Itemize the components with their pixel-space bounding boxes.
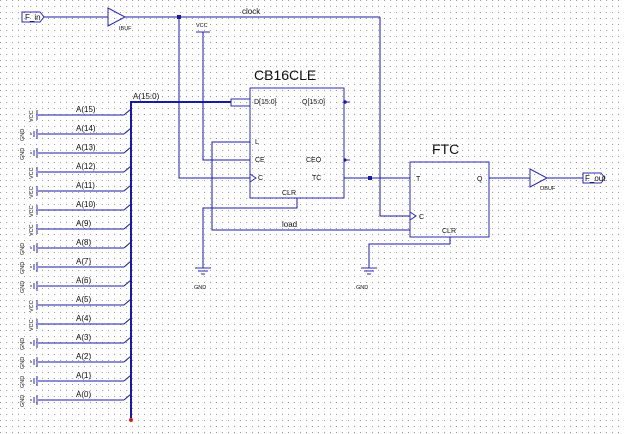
- net-label-load: load: [282, 220, 297, 229]
- bus-end-marker: [129, 418, 133, 422]
- wire-counter-clr-gnd: [202, 198, 298, 268]
- counter-cb16cle[interactable]: CB16CLE D[15:0] Q[15:0] L CE C CEO TC CL…: [230, 67, 350, 199]
- pin-label-d: D[15:0]: [254, 99, 277, 106]
- bit-label: A(8): [76, 238, 91, 247]
- bus-tap-3[interactable]: A(12) VCC: [29, 162, 132, 179]
- bus-tap-2[interactable]: A(13) GND: [20, 143, 132, 160]
- bus-bit-taps: A(15) VCC A(14) GND A(13) GND A(12) VCC A(11) VCC…: [20, 105, 132, 407]
- wire-clock-to-ftc: [379, 17, 410, 217]
- gnd-tie-label: GND: [20, 338, 26, 350]
- bit-label: A(10): [76, 200, 96, 209]
- vcc-tie-label: VCC: [29, 110, 35, 122]
- wire-clock-to-counter: [178, 17, 250, 179]
- bus-tap-7[interactable]: A(8) GND: [20, 238, 132, 255]
- gnd-symbol-counter: GND: [194, 267, 211, 291]
- bus-tap-4[interactable]: A(11) VCC: [29, 181, 132, 198]
- bit-label: A(11): [76, 181, 95, 190]
- bit-label: A(9): [76, 219, 91, 228]
- bit-label: A(7): [76, 257, 91, 266]
- bit-label: A(6): [76, 276, 91, 285]
- pin-label-ftc-clr: CLR: [442, 228, 456, 235]
- bus-tap-6[interactable]: A(9) VCC: [29, 219, 132, 236]
- pin-label-clr: CLR: [282, 190, 296, 197]
- pin-label-q: Q[15:0]: [302, 99, 325, 106]
- bit-label: A(15): [76, 105, 96, 114]
- svg-text:IBUF: IBUF: [119, 26, 132, 32]
- bus-tap-5[interactable]: A(10) VCC: [29, 200, 132, 217]
- bus-tap-12[interactable]: A(3) GND: [20, 333, 132, 350]
- bit-label: A(2): [76, 352, 91, 361]
- bit-label: A(1): [76, 371, 91, 380]
- bus-tap-15[interactable]: A(0) GND: [20, 390, 132, 407]
- svg-text:F_in: F_in: [25, 13, 41, 22]
- bit-label: A(13): [76, 143, 96, 152]
- bus-a: [130, 101, 231, 418]
- bit-label: A(12): [76, 162, 96, 171]
- wire-vcc-ce: [202, 32, 250, 161]
- vcc-tie-label: VCC: [29, 224, 35, 236]
- counter-title: CB16CLE: [254, 67, 316, 83]
- pin-label-ftc-q: Q: [477, 176, 483, 183]
- bus-tap-1[interactable]: A(14) GND: [20, 124, 132, 141]
- bus-tap-14[interactable]: A(1) GND: [20, 371, 132, 388]
- svg-text:GND: GND: [194, 285, 206, 291]
- pin-label-l: L: [255, 139, 259, 146]
- gnd-tie-label: GND: [20, 376, 26, 388]
- vcc-tie-label: VCC: [29, 167, 35, 179]
- bit-label: A(3): [76, 333, 91, 342]
- input-port-f-in[interactable]: F_in: [21, 11, 45, 23]
- bit-label: A(0): [76, 390, 91, 399]
- pin-label-tc: TC: [312, 175, 321, 182]
- pin-label-ceo: CEO: [306, 157, 322, 164]
- gnd-tie-label: GND: [20, 262, 26, 274]
- bus-label: A(15:0): [133, 92, 160, 101]
- ftc-title: FTC: [432, 141, 459, 157]
- svg-text:GND: GND: [356, 285, 368, 291]
- bit-label: A(5): [76, 295, 91, 304]
- gnd-symbol-ftc: GND: [356, 267, 377, 291]
- bus-tap-11[interactable]: A(4) VCC: [29, 314, 132, 331]
- bus-tap-10[interactable]: A(5) VCC: [29, 295, 132, 312]
- bus-tap-8[interactable]: A(7) GND: [20, 257, 132, 274]
- vcc-tie-label: VCC: [29, 205, 35, 217]
- output-port-f-out[interactable]: F_out: [582, 172, 606, 184]
- obuf-buffer[interactable]: OBUF: [529, 168, 556, 192]
- pin-label-t: T: [416, 176, 421, 183]
- pin-label-ce: CE: [255, 157, 265, 164]
- pin-label-ftc-c: C: [419, 214, 424, 221]
- bus-tap-9[interactable]: A(6) GND: [20, 276, 132, 293]
- vcc-tie-label: VCC: [29, 300, 35, 312]
- gnd-tie-label: GND: [20, 243, 26, 255]
- pin-label-c: C: [258, 175, 263, 182]
- bus-tap-0[interactable]: A(15) VCC: [29, 105, 132, 122]
- bus-tap-13[interactable]: A(2) GND: [20, 352, 132, 369]
- bit-label: A(14): [76, 124, 96, 133]
- wire-ftc-clr-gnd: [368, 237, 451, 268]
- svg-text:OBUF: OBUF: [540, 186, 556, 192]
- svg-text:VCC: VCC: [196, 23, 208, 29]
- gnd-tie-label: GND: [20, 357, 26, 369]
- svg-text:F_out: F_out: [585, 174, 606, 183]
- net-label-clock: clock: [242, 7, 261, 16]
- ibuf-buffer[interactable]: IBUF: [107, 7, 132, 32]
- gnd-tie-label: GND: [20, 129, 26, 141]
- gnd-tie-label: GND: [20, 148, 26, 160]
- bit-label: A(4): [76, 314, 91, 323]
- flipflop-ftc[interactable]: FTC T C Q CLR: [409, 141, 490, 238]
- gnd-tie-label: GND: [20, 281, 26, 293]
- junction-tc: [368, 176, 372, 180]
- gnd-tie-label: GND: [20, 395, 26, 407]
- vcc-tie-label: VCC: [29, 186, 35, 198]
- vcc-tie-label: VCC: [29, 319, 35, 331]
